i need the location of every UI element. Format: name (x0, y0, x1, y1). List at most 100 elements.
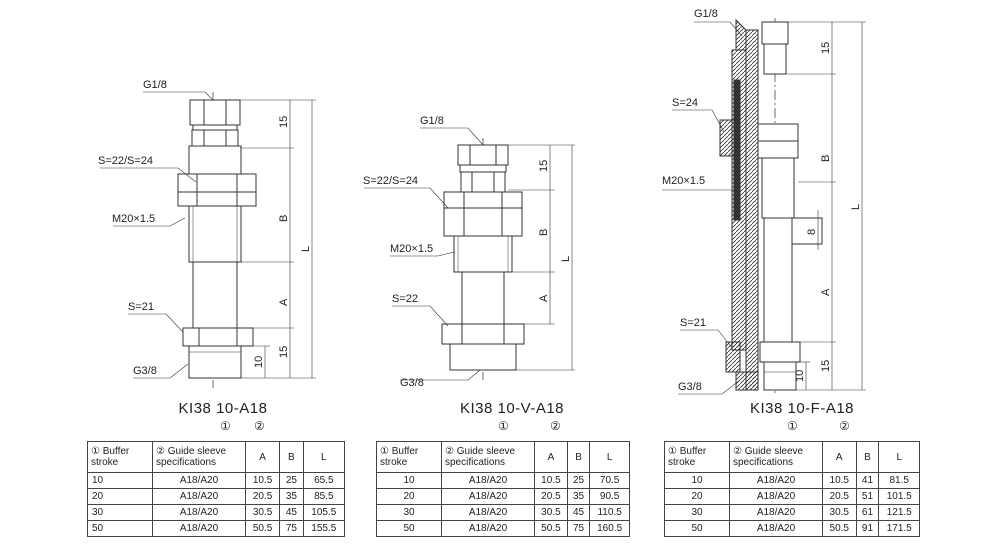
header-a: A (822, 441, 857, 473)
cell: 85.5 (302, 488, 346, 505)
bottom-thread (188, 345, 242, 379)
callout-g18: G1/8 (420, 115, 444, 127)
cell: A18/A20 (729, 472, 823, 489)
cell: 101.5 (878, 488, 920, 505)
model-title-3: KI38 10-F-A18 (749, 400, 855, 417)
title-marks-1: ① ② (220, 419, 280, 435)
cell: 20.5 (822, 488, 857, 505)
cell: 90.5 (589, 488, 630, 505)
cell: A18/A20 (441, 504, 535, 521)
header-b: B (279, 441, 304, 473)
dim-a: A (538, 294, 550, 302)
dim-l: L (560, 256, 572, 262)
dim-15-bottom: 15 (820, 360, 832, 372)
cell: 155.5 (302, 520, 346, 537)
header-l: L (878, 441, 920, 473)
callout-thread: M20×1.5 (112, 213, 155, 225)
cell: 20 (376, 488, 442, 505)
guide-rod (763, 217, 793, 343)
callout-hex-size: S=24 (672, 97, 698, 109)
header-buffer-stroke: ① Buffer stroke (376, 441, 442, 473)
callout-thread: M20×1.5 (390, 243, 433, 255)
cell: 50 (664, 520, 730, 537)
spec-table-1: ① Buffer stroke ② Guide sleeve specifica… (87, 441, 346, 537)
mark-1: ① (220, 419, 231, 433)
cell: 61 (855, 504, 880, 521)
cell: 20 (664, 488, 730, 505)
cell: 20.5 (244, 488, 281, 505)
callout-g38: G3/8 (678, 381, 702, 393)
dim-a: A (278, 298, 290, 306)
cell: A18/A20 (441, 472, 535, 489)
callout-g38: G3/8 (400, 377, 424, 389)
cell: 10 (664, 472, 730, 489)
dim-b: B (820, 155, 832, 162)
callout-hex-lower: S=21 (680, 317, 706, 329)
cell: 160.5 (589, 520, 630, 537)
dim-15-top: 15 (820, 42, 832, 54)
header-a: A (534, 441, 568, 473)
header-guide-sleeve: ② Guide sleeve specifications (152, 441, 246, 473)
callout-g18: G1/8 (143, 79, 167, 91)
upper-hex-nut (460, 171, 506, 193)
callout-g18: G1/8 (694, 8, 718, 20)
header-guide-sleeve: ② Guide sleeve specifications (729, 441, 823, 473)
main-hex-nut (177, 173, 257, 193)
cell: 10.5 (534, 472, 568, 489)
cell: 110.5 (589, 504, 630, 521)
cell: 10.5 (822, 472, 857, 489)
top-nut (189, 99, 241, 126)
callout-thread: M20×1.5 (662, 175, 705, 187)
model-title-2: KI38 10-V-A18 (459, 400, 565, 417)
drawing-2-buffer (364, 127, 575, 381)
cell: 30 (87, 504, 153, 521)
drawing-3-labels: G1/8 S=24 M20×1.5 S=21 G3/8 15 B L 8 A 1… (662, 8, 862, 393)
dim-10: 10 (794, 370, 806, 382)
cell: 10 (376, 472, 442, 489)
dim-a: A (820, 288, 832, 296)
cell: 50 (376, 520, 442, 537)
cell: 91 (855, 520, 880, 537)
header-buffer-stroke: ① Buffer stroke (87, 441, 153, 473)
cell: 35 (279, 488, 304, 505)
drawing-1-labels: G1/8 S=22/S=24 M20×1.5 S=21 G3/8 15 B L … (98, 79, 312, 377)
mark-1: ① (787, 419, 798, 433)
callout-hex-size: S=22/S=24 (363, 175, 418, 187)
upper-hex-nut (191, 129, 239, 147)
header-a: A (244, 441, 281, 473)
cell: 50.5 (822, 520, 857, 537)
title-marks-3: ① ② (787, 419, 857, 435)
cell: 45 (279, 504, 304, 521)
cell: 30.5 (244, 504, 281, 521)
header-buffer-stroke: ① Buffer stroke (664, 441, 730, 473)
mark-1: ① (498, 419, 509, 433)
guide-rod (461, 271, 505, 325)
callout-hex-size: S=22/S=24 (98, 155, 153, 167)
model-title-1: KI38 10-A18 (178, 400, 268, 417)
cell: 20.5 (534, 488, 568, 505)
threaded-body (188, 205, 242, 263)
title-marks-2: ① ② (498, 419, 568, 435)
header-guide-sleeve: ② Guide sleeve specifications (441, 441, 535, 473)
dim-10: 10 (253, 356, 265, 368)
mark-2: ② (550, 419, 561, 433)
threaded-body (453, 235, 513, 273)
mark-2: ② (839, 419, 850, 433)
lower-hex-nut (182, 327, 254, 347)
cell: 65.5 (302, 472, 346, 489)
cell: 50.5 (534, 520, 568, 537)
cell: 30.5 (534, 504, 568, 521)
cell: 75 (279, 520, 304, 537)
